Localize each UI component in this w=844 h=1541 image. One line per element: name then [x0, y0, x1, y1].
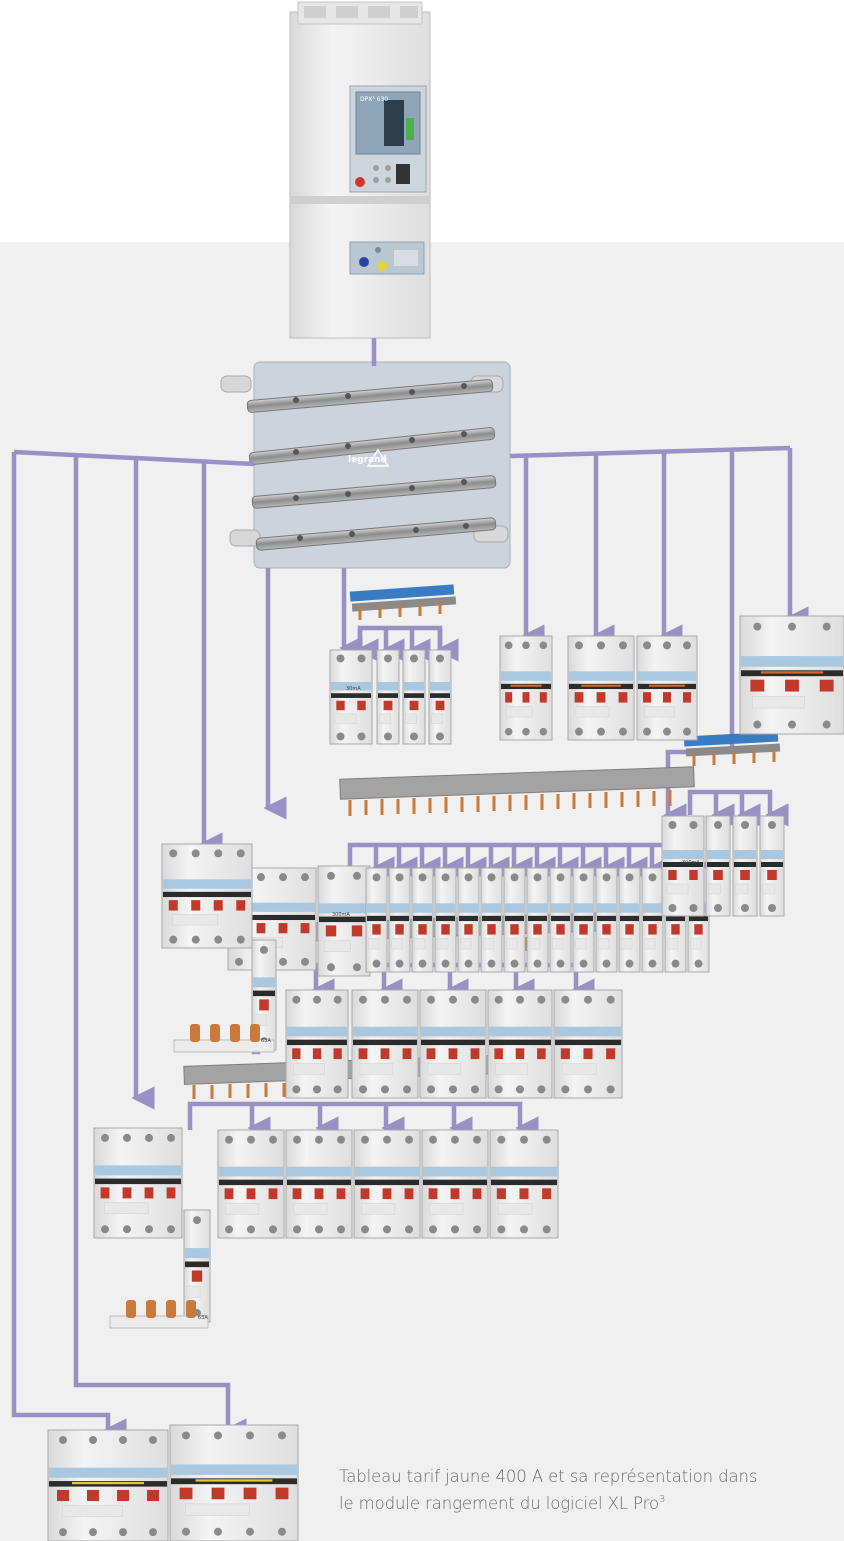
breaker-3b: [285, 1129, 353, 1239]
breaker-2d: [487, 989, 553, 1099]
main-row-breaker-5: [457, 867, 480, 973]
busbar-brand-label: legrand: [348, 455, 387, 465]
breaker-2b: [351, 989, 419, 1099]
breaker-right-group-1: [705, 815, 731, 917]
test-button: [355, 177, 365, 187]
main-breaker: DPX³ 630: [289, 1, 431, 339]
breaker-1a: [376, 649, 400, 745]
connector-to-diff-group-right: [663, 450, 735, 827]
main-row-breaker-6: [480, 867, 503, 973]
caption-line-2-text: le module rangement du logiciel XL Pro: [339, 1494, 659, 1513]
main-row-breaker-8: [526, 867, 549, 973]
connector-to-bottom-block-right: [73, 456, 247, 1442]
caption-superscript: 3: [658, 1493, 666, 1505]
busbar-distributor: legrand: [220, 361, 511, 569]
breaker-2a: [285, 989, 349, 1099]
yellow-button: [377, 261, 387, 271]
warning-triangle-icon: [366, 448, 390, 467]
rating-label-5: 63A: [198, 1315, 208, 1321]
caption-line-2: le module rangement du logiciel XL Pro3: [339, 1490, 844, 1517]
caption: Tableau tarif jaune 400 A et sa représen…: [339, 1463, 844, 1517]
comb-busbar-main-row: [339, 766, 695, 816]
main-row-breaker-7: [503, 867, 526, 973]
rating-label-1: 30mA: [346, 686, 361, 692]
connector-to-bottom-block-left: [11, 452, 127, 1442]
main-row-breaker-3: [411, 867, 434, 973]
main-row-breaker-11: [595, 867, 618, 973]
main-row-breaker-12: [618, 867, 641, 973]
bottom-breaker-right: [169, 1424, 299, 1541]
main-row-breaker-4: [434, 867, 457, 973]
breaker-2c: [419, 989, 487, 1099]
diff-block-2-breaker: [161, 843, 253, 949]
diff-block-3-breaker: [93, 1127, 183, 1239]
breaker-right-group-2: [732, 815, 758, 917]
modular-devices: [47, 615, 844, 1541]
diff-switch-right: [661, 815, 705, 917]
main-row-breaker-13: [641, 867, 664, 973]
blue-button: [359, 257, 369, 267]
comb-busbar-group-1: [349, 584, 457, 620]
main-breaker-model-label: DPX³ 630: [360, 96, 388, 103]
breaker-right-3: [636, 635, 698, 741]
copper-links-3: [109, 1300, 209, 1329]
breaker-3e: [489, 1129, 559, 1239]
breaker-right-2: [567, 635, 635, 741]
rating-label-4: 63A: [261, 1038, 271, 1044]
main-row-diff-block: [317, 865, 371, 977]
copper-links-2: [173, 1024, 275, 1053]
breaker-right-4: [739, 615, 844, 735]
breaker-3d: [421, 1129, 489, 1239]
rating-label-3: 300mA: [682, 860, 700, 866]
breaker-3c: [353, 1129, 421, 1239]
breaker-1c: [428, 649, 452, 745]
breaker-2e: [553, 989, 623, 1099]
caption-line-1: Tableau tarif jaune 400 A et sa représen…: [339, 1467, 758, 1486]
breaker-3a: [217, 1129, 285, 1239]
rating-label-2: 300mA: [332, 912, 350, 918]
breaker-right-group-3: [759, 815, 785, 917]
comb-busbar-right-group: [683, 731, 781, 766]
main-row-breaker-1: [365, 867, 388, 973]
diff-switch-group-1: [329, 649, 373, 745]
main-row-breaker-2: [388, 867, 411, 973]
main-row-breaker-10: [572, 867, 595, 973]
main-row-breaker-9: [549, 867, 572, 973]
breaker-right-1: [499, 635, 553, 741]
bottom-breaker-left: [47, 1429, 169, 1541]
breaker-1b: [402, 649, 426, 745]
